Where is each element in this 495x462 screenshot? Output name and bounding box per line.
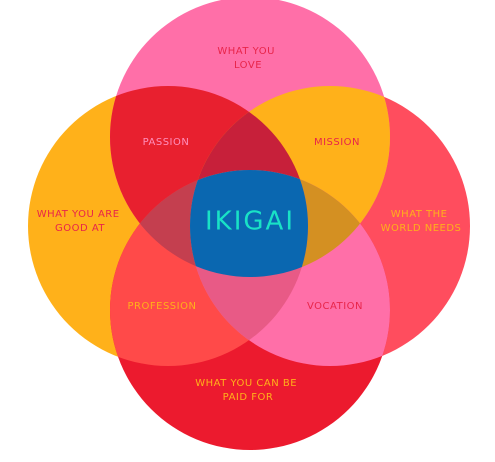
label-what-the-world-needs: WHAT THE WORLD NEEDS: [381, 209, 462, 234]
overlap-triple-top: [190, 86, 308, 277]
overlap-triple-left: [110, 170, 308, 277]
label-what-you-are-good-at: WHAT YOU ARE GOOD AT: [37, 209, 123, 234]
overlap-triple-bottom: [190, 170, 308, 366]
label-what-you-love: WHAT YOU LOVE: [217, 46, 278, 71]
label-profession: PROFESSION: [128, 301, 197, 312]
label-vocation: VOCATION: [307, 301, 363, 312]
label-ikigai: IKIGAI: [205, 207, 295, 237]
label-what-you-can-be-paid-for: WHAT YOU CAN BE PAID FOR: [195, 378, 301, 403]
label-mission: MISSION: [314, 137, 360, 148]
overlap-triple-right: [190, 170, 390, 277]
label-passion: PASSION: [143, 137, 190, 148]
